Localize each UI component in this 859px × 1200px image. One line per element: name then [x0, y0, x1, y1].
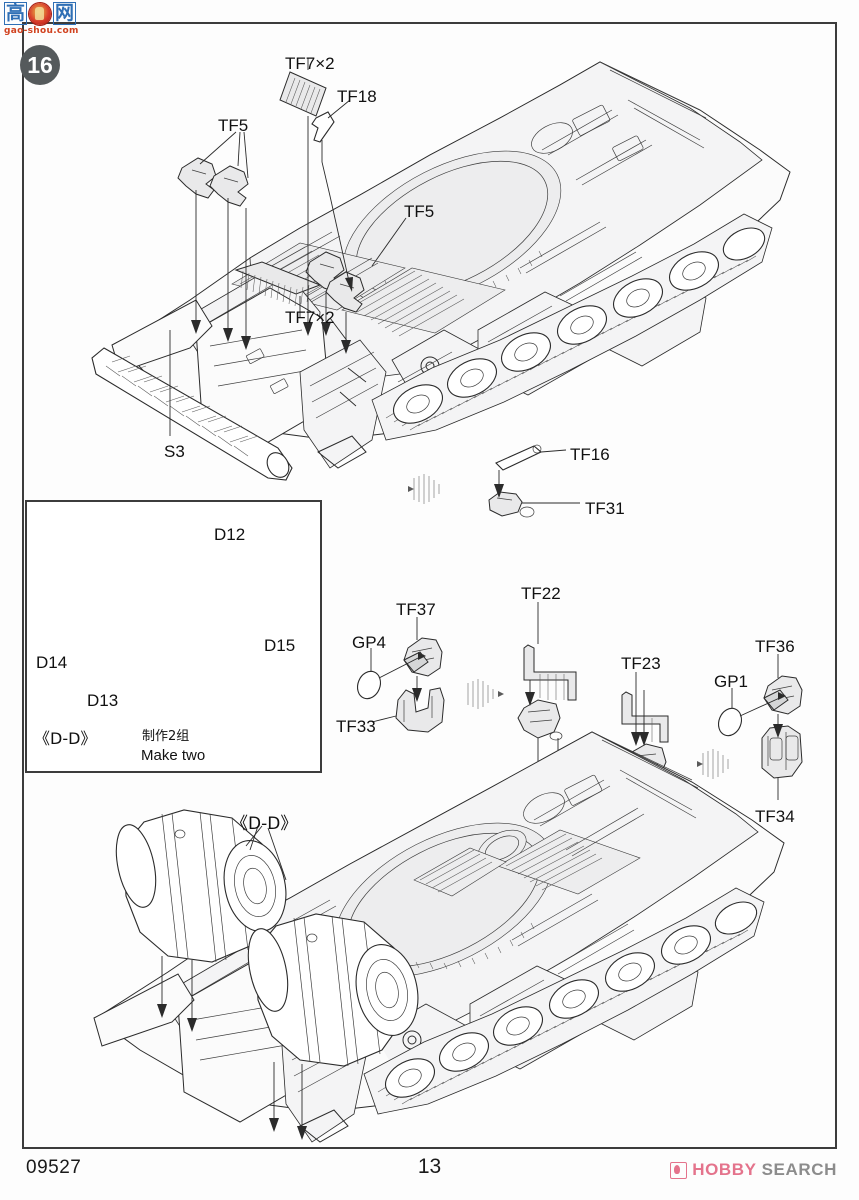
- part-tf16-rod: [495, 444, 543, 471]
- callout-tf36: TF36: [755, 637, 795, 656]
- track-assembly-bottom: [363, 887, 765, 1115]
- track-assembly-top: [371, 213, 773, 441]
- part-gp1-oval: [717, 707, 743, 737]
- callout-d14: D14: [36, 653, 68, 672]
- hobby-search-flame-icon: [670, 1161, 688, 1179]
- page-number: 13: [417, 1155, 442, 1178]
- note-make-two-en: Make two: [141, 747, 206, 764]
- brand-name-primary: HOBBY: [692, 1160, 757, 1179]
- part-tf7-etch-strip-mid: [234, 261, 322, 307]
- top-assembly-leader-lines: [191, 58, 407, 407]
- callout-tf7x2-top: TF7×2: [285, 54, 335, 73]
- callout-tf34: TF34: [755, 807, 795, 826]
- callout-d15: D15: [264, 636, 296, 655]
- callout-tf33: TF33: [336, 717, 376, 736]
- part-tf7-etch-strip-top: [279, 71, 327, 117]
- page-footer: 09527 13 HOBBY SEARCH: [0, 1155, 859, 1200]
- callout-gp1: GP1: [714, 672, 749, 691]
- lower-hull-body: [93, 731, 785, 1143]
- part-tf31-base: [488, 491, 535, 518]
- part-tf22-mount: [517, 699, 563, 741]
- part-tf22-etch: [523, 644, 577, 701]
- part-tf5-brackets: [177, 157, 365, 313]
- step-number-badge: 16: [20, 45, 60, 85]
- watermark-glyph-left: 高: [4, 2, 28, 25]
- section-label-dd-box: 《D-D》: [34, 729, 97, 748]
- callout-s3: S3: [164, 442, 185, 461]
- note-make-two-cn: 制作2组: [142, 729, 190, 744]
- repeat-symbol-3: [697, 749, 729, 779]
- callout-tf37: TF37: [396, 600, 436, 619]
- part-tf37-block: [403, 637, 443, 677]
- part-tf18-hook: [311, 111, 335, 143]
- section-label-dd-bottom: 《D-D》: [231, 814, 298, 834]
- callout-tf5-mid: TF5: [404, 202, 435, 221]
- callout-tf22: TF22: [521, 584, 561, 603]
- engine-deck-lower: [413, 829, 641, 897]
- part-gp4-oval: [356, 670, 382, 700]
- watermark-glyph-right: 网: [53, 2, 77, 25]
- part-tf23-etch: [621, 691, 669, 743]
- callout-d13: D13: [87, 691, 119, 710]
- gaoshou-watermark: 高 网 gao-shou.com: [4, 2, 82, 46]
- callout-tf31: TF31: [585, 499, 625, 518]
- part-tf23-mount: [625, 743, 669, 785]
- brand-name-secondary: SEARCH: [761, 1160, 837, 1179]
- part-tf34-clamp: [761, 725, 803, 779]
- callout-d12: D12: [214, 525, 246, 544]
- callout-tf7x2-mid: TF7×2: [285, 308, 335, 327]
- part-s3-log: [91, 330, 293, 481]
- part-tf33-clamp: [395, 687, 445, 733]
- callout-tf18: TF18: [337, 87, 377, 106]
- callout-tf5-left: TF5: [218, 116, 249, 135]
- hobby-search-brand: HOBBY SEARCH: [670, 1160, 837, 1180]
- fuel-drum-assembly-right: [247, 913, 419, 1067]
- part-tf36-block: [763, 675, 803, 715]
- upper-hull-body: [111, 61, 791, 469]
- seal-icon: [29, 2, 52, 25]
- callout-tf16: TF16: [570, 445, 610, 464]
- callout-tf23: TF23: [621, 654, 661, 673]
- kit-code: 09527: [26, 1157, 82, 1178]
- watermark-url: gao-shou.com: [4, 26, 79, 36]
- engine-deck-grill: [231, 242, 506, 337]
- callout-gp4: GP4: [352, 633, 387, 652]
- repeat-symbol-1: [408, 474, 440, 504]
- repeat-symbol-2: [467, 679, 504, 709]
